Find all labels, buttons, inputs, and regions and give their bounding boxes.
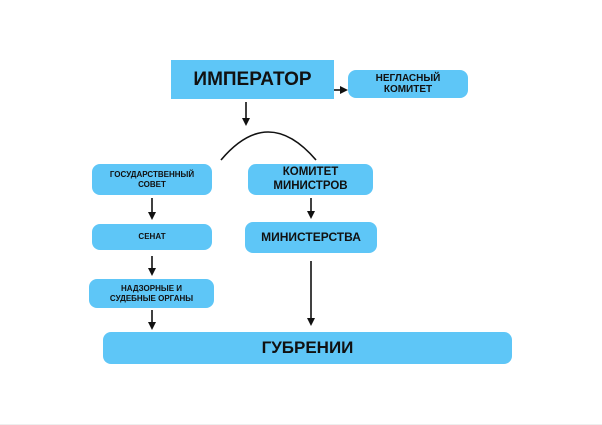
node-senate-label: СЕНАТ (138, 232, 166, 242)
node-ministries: МИНИСТЕРСТВА (245, 222, 377, 253)
node-senate: СЕНАТ (92, 224, 212, 250)
node-state-council: ГОСУДАРСТВЕННЫЙ СОВЕТ (92, 164, 212, 195)
node-state-council-label: ГОСУДАРСТВЕННЫЙ СОВЕТ (109, 170, 195, 189)
node-emperor-label: ИМПЕРАТОР (193, 68, 312, 90)
node-supervisory-judicial: НАДЗОРНЫЕ И СУДЕБНЫЕ ОРГАНЫ (89, 279, 214, 308)
node-secret-committee: НЕГЛАСНЫЙ КОМИТЕТ (348, 70, 468, 98)
node-supervisory-judicial-label: НАДЗОРНЫЕ И СУДЕБНЫЕ ОРГАНЫ (109, 284, 194, 303)
node-governorates-label: ГУБРЕНИИ (261, 338, 354, 358)
arc-branch (220, 131, 317, 161)
node-committee-of-ministers: КОМИТЕТ МИНИСТРОВ (248, 164, 373, 195)
node-committee-of-ministers-label: КОМИТЕТ МИНИСТРОВ (273, 166, 348, 192)
node-emperor: ИМПЕРАТОР (171, 60, 334, 99)
node-ministries-label: МИНИСТЕРСТВА (261, 229, 361, 244)
node-secret-committee-label: НЕГЛАСНЫЙ КОМИТЕТ (375, 72, 441, 96)
node-governorates: ГУБРЕНИИ (103, 332, 512, 364)
